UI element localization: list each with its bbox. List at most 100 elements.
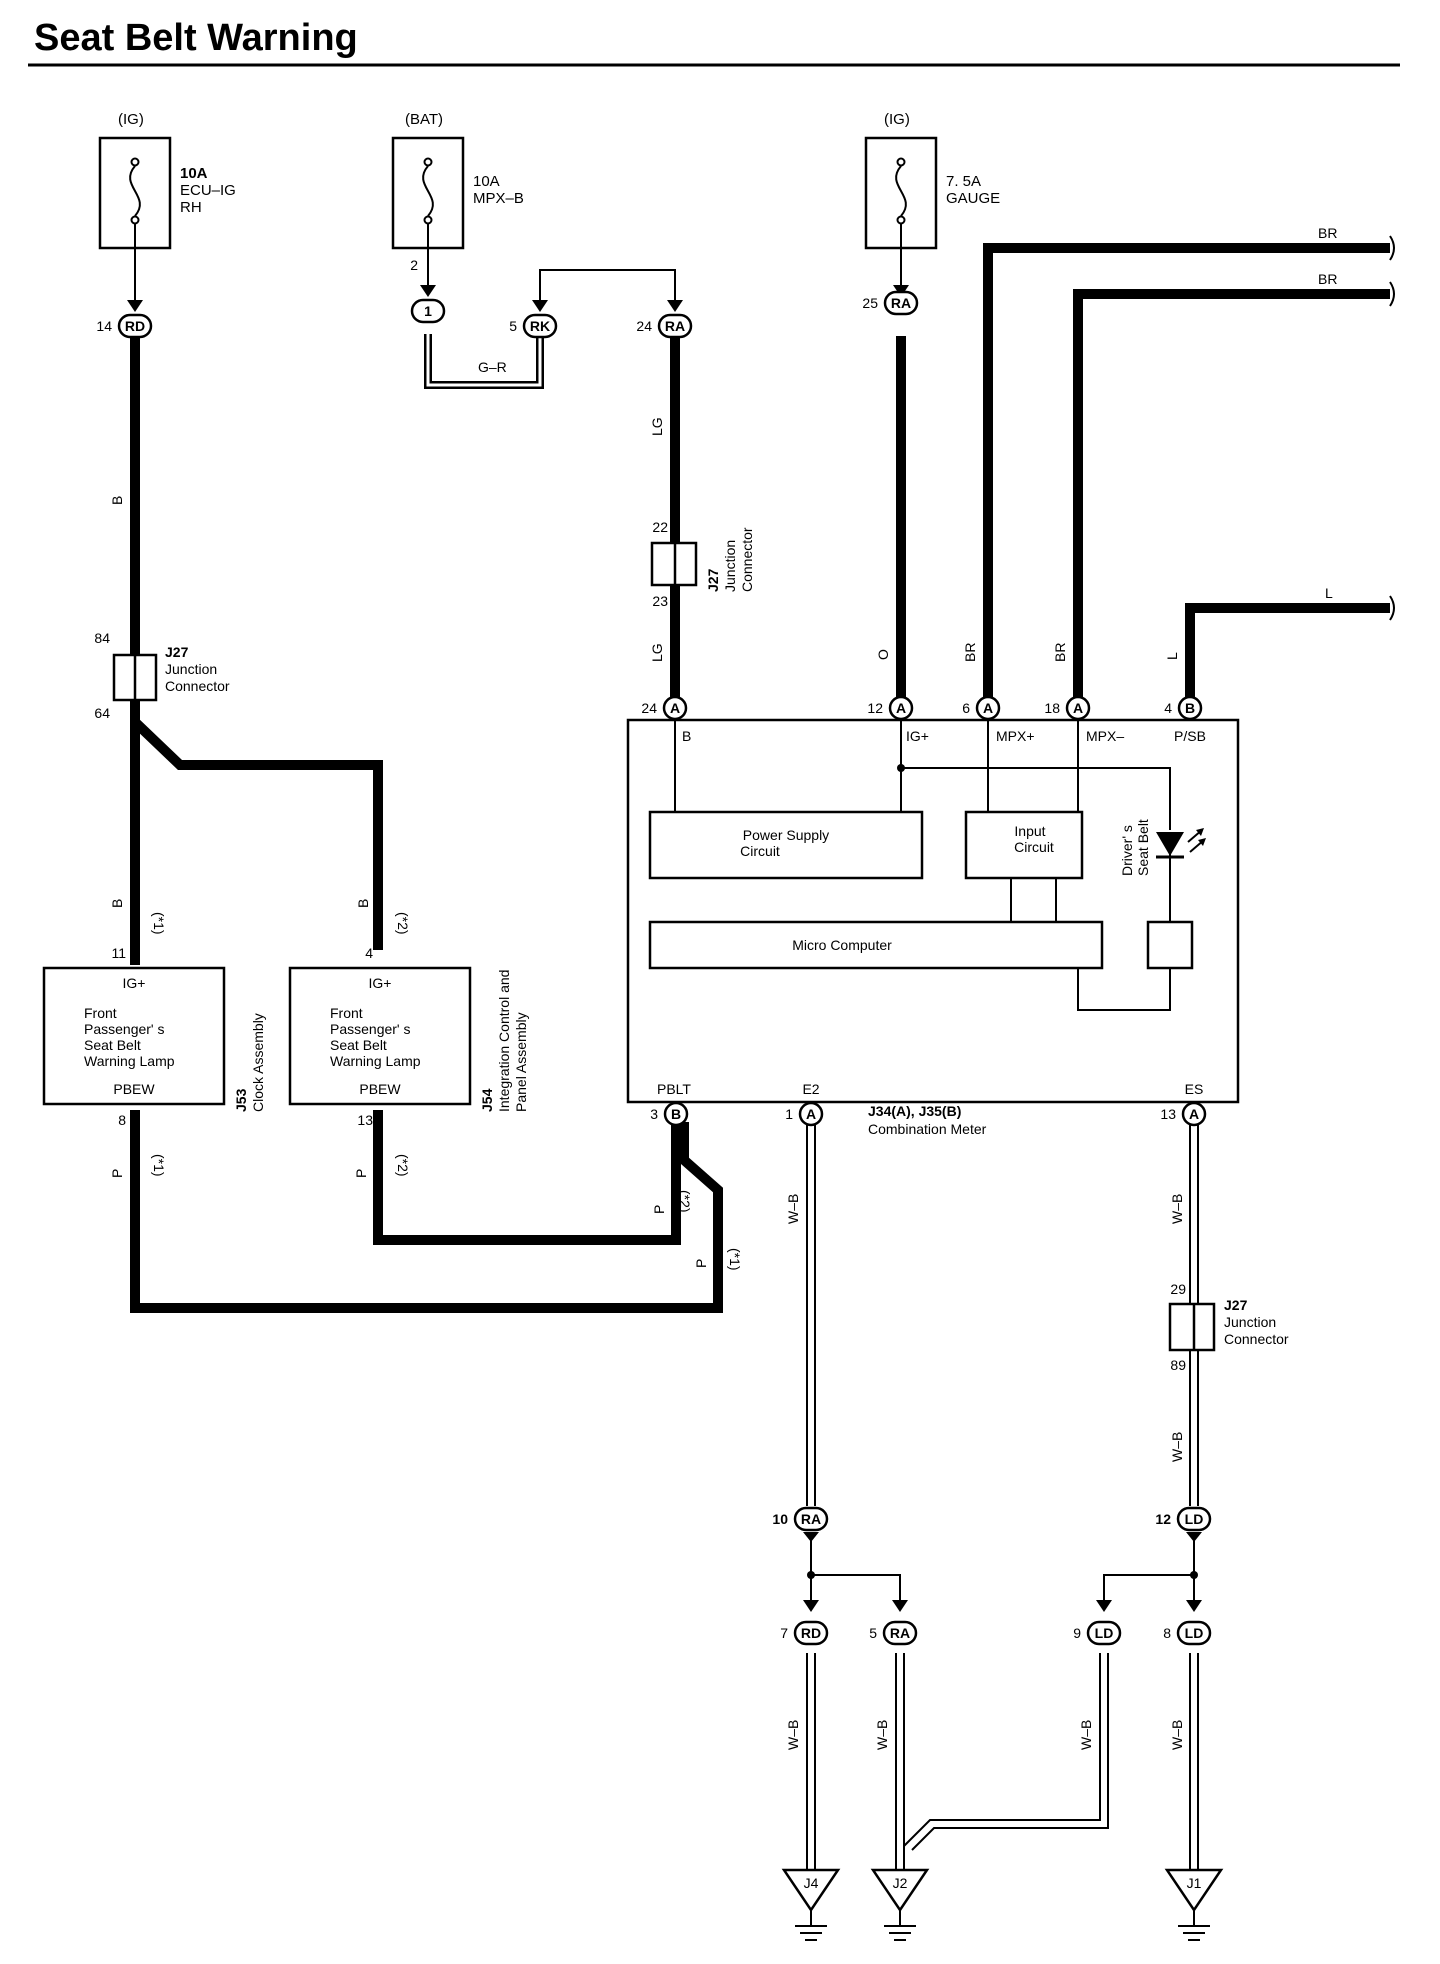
svg-text:24: 24 <box>641 700 657 716</box>
svg-text:J27: J27 <box>705 568 721 592</box>
svg-text:J53: J53 <box>233 1088 249 1112</box>
wire-label: BR <box>962 643 978 662</box>
wire-label: B <box>355 899 371 908</box>
svg-text:Circuit: Circuit <box>740 843 780 859</box>
svg-text:4: 4 <box>1164 700 1172 716</box>
wire-label: L <box>1325 585 1333 601</box>
wire-note: (*1) <box>151 1154 167 1177</box>
svg-text:J54: J54 <box>479 1088 495 1112</box>
wire-label: O <box>875 649 891 660</box>
svg-text:10: 10 <box>772 1511 788 1527</box>
svg-text:9: 9 <box>1073 1625 1081 1641</box>
svg-text:2: 2 <box>410 257 418 273</box>
wire-br-2 <box>1073 289 1390 700</box>
fuse-name: ECU–IG <box>180 182 236 199</box>
svg-text:Connector: Connector <box>739 527 755 592</box>
svg-text:Passenger' s: Passenger' s <box>330 1021 411 1037</box>
svg-text:RD: RD <box>125 318 145 334</box>
svg-text:8: 8 <box>1163 1625 1171 1641</box>
svg-text:J2: J2 <box>893 1875 908 1891</box>
svg-text:14: 14 <box>96 318 112 334</box>
svg-text:PBLT: PBLT <box>657 1081 691 1097</box>
svg-text:3: 3 <box>650 1106 658 1122</box>
svg-text:Connector: Connector <box>165 678 230 694</box>
svg-text:A: A <box>1073 700 1083 716</box>
connector-2-1: 2 1 <box>410 257 446 324</box>
fuse-rating: 10A <box>180 165 208 182</box>
wire-label: G–R <box>478 359 507 375</box>
ground-j4-icon: J4 <box>781 1868 841 1941</box>
connector-meter-6: A 6 <box>962 695 1001 721</box>
wire-label: P <box>109 1169 125 1178</box>
wire-note: (*1) <box>727 1248 743 1271</box>
svg-text:22: 22 <box>652 519 668 535</box>
svg-text:J27: J27 <box>1224 1297 1248 1313</box>
svg-text:1: 1 <box>785 1106 793 1122</box>
connector-8-ld: LD 8 <box>1163 1600 1212 1646</box>
fuse-source: (IG) <box>884 111 910 128</box>
wire-label: B <box>109 899 125 908</box>
junction-connector-left: 84 64 J27 Junction Connector <box>94 630 230 721</box>
svg-text:12: 12 <box>1155 1511 1171 1527</box>
junction-connector-middle: 22 23 J27 Junction Connector <box>650 519 755 609</box>
svg-text:ES: ES <box>1185 1081 1204 1097</box>
svg-text:MPX–: MPX– <box>1086 728 1124 744</box>
fuse-gauge: (IG) 7. 5A GAUGE <box>864 111 1000 250</box>
wire-label: BR <box>1318 271 1337 287</box>
svg-text:8: 8 <box>118 1112 126 1128</box>
wire-label: P <box>651 1205 667 1214</box>
svg-text:IG+: IG+ <box>369 975 392 991</box>
wire-label: W–B <box>1169 1432 1185 1462</box>
svg-text:13: 13 <box>357 1112 373 1128</box>
svg-text:Junction: Junction <box>165 661 217 677</box>
page-title: Seat Belt Warning <box>34 17 358 59</box>
svg-text:RD: RD <box>801 1625 821 1641</box>
svg-text:RA: RA <box>890 1625 910 1641</box>
svg-text:J1: J1 <box>1187 1875 1202 1891</box>
wire-note: (*2) <box>677 1190 693 1213</box>
svg-text:Warning Lamp: Warning Lamp <box>84 1053 175 1069</box>
fuse-name: MPX–B <box>473 190 524 207</box>
svg-text:J27: J27 <box>165 644 189 660</box>
wire-label: W–B <box>785 1720 801 1750</box>
svg-text:Passenger' s: Passenger' s <box>84 1021 165 1037</box>
combination-meter: B IG+ MPX+ MPX– P/SB PBLT E2 ES Power Su… <box>626 718 1240 1137</box>
svg-text:Combination Meter: Combination Meter <box>868 1121 987 1137</box>
junction-connector-right: 29 89 J27 Junction Connector <box>1168 1281 1289 1373</box>
svg-text:11: 11 <box>111 945 126 961</box>
connector-meter-3: B 3 <box>650 1101 689 1127</box>
wire-br-1 <box>983 243 1390 700</box>
integration-control-lamp: 4 IG+ Front Passenger' s Seat Belt Warni… <box>288 945 529 1128</box>
connector-14-rd: RD 14 <box>96 300 153 339</box>
svg-text:MPX+: MPX+ <box>996 728 1035 744</box>
connector-10-ra: RA 10 <box>772 1506 829 1542</box>
connector-7-rd: RD 7 <box>780 1600 829 1646</box>
wire-l <box>1185 603 1390 700</box>
connector-meter-4: B 4 <box>1164 695 1203 721</box>
svg-text:25: 25 <box>862 295 878 311</box>
wire-wb-group <box>806 1120 1199 1870</box>
fuse-rating: 7. 5A <box>946 173 981 190</box>
svg-text:A: A <box>806 1106 816 1122</box>
wire-label: B <box>109 496 125 505</box>
connector-12-ld: LD 12 <box>1155 1506 1212 1542</box>
svg-text:7: 7 <box>780 1625 788 1641</box>
svg-text:RK: RK <box>530 318 550 334</box>
svg-text:Front: Front <box>330 1005 363 1021</box>
svg-text:Seat Belt: Seat Belt <box>330 1037 387 1053</box>
svg-text:LD: LD <box>1185 1625 1204 1641</box>
fuse-mpx-b: (BAT) 10A MPX–B <box>391 111 524 250</box>
svg-text:Seat Belt: Seat Belt <box>1135 819 1151 876</box>
svg-text:IG+: IG+ <box>906 728 929 744</box>
connector-9-ld: LD 9 <box>1073 1600 1122 1646</box>
svg-text:Clock Assembly: Clock Assembly <box>250 1013 266 1112</box>
wire-label: BR <box>1052 643 1068 662</box>
driver-seat-belt-led-icon <box>1156 828 1206 859</box>
svg-text:Seat Belt: Seat Belt <box>84 1037 141 1053</box>
svg-text:Power Supply: Power Supply <box>743 827 829 843</box>
svg-text:P/SB: P/SB <box>1174 728 1206 744</box>
connector-meter-13: A 13 <box>1160 1101 1207 1127</box>
svg-text:4: 4 <box>365 945 373 961</box>
wire-label: P <box>693 1259 709 1268</box>
wire-label: W–B <box>1078 1720 1094 1750</box>
